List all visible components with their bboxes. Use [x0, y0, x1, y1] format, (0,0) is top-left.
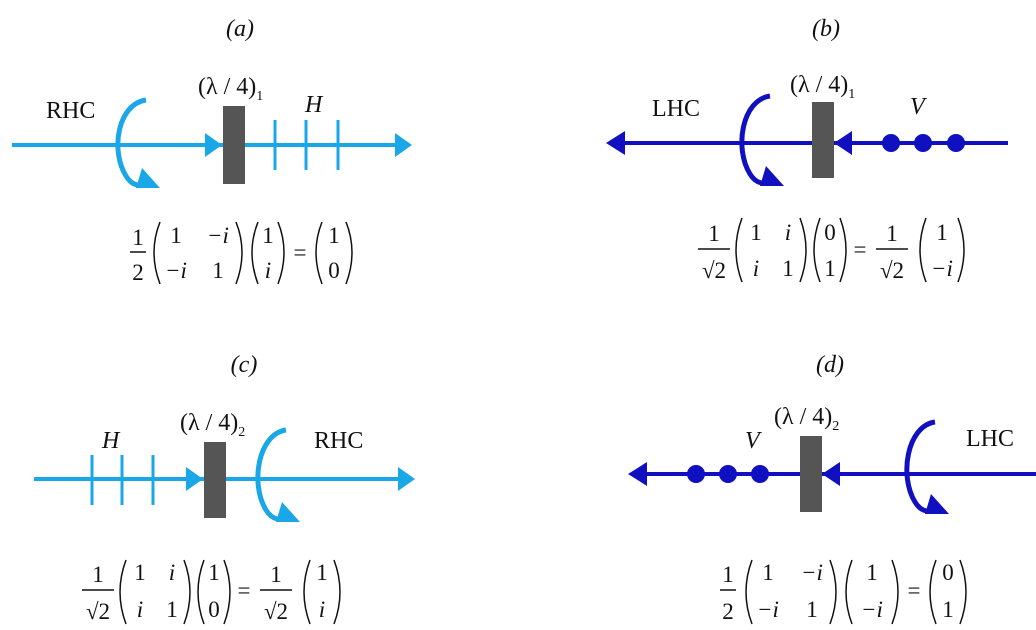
- panel-d-tag: (d): [816, 352, 844, 378]
- eq-r1: 0: [942, 560, 954, 585]
- eq-prefactor-den: √2: [702, 258, 726, 283]
- eq-v2: i: [265, 258, 271, 283]
- panel-a: (a) RHC (λ / 4)1 H 1 2 1 −i −i 1 1: [12, 16, 412, 285]
- eq-v1: 0: [824, 220, 836, 245]
- panel-a-rotation-arrowhead: [136, 168, 160, 188]
- panel-b-rotation-arrowhead: [760, 166, 784, 186]
- eq-r2: i: [319, 597, 325, 622]
- panel-d: (d) V (λ / 4)2 LHC 1 2 1 −i −i 1 1 −i =: [628, 352, 1036, 625]
- eq-r1: 1: [328, 223, 340, 248]
- panel-a-beam-label: RHC: [46, 98, 95, 124]
- eq-v2: 0: [208, 597, 220, 622]
- panel-c-tag: (c): [231, 352, 258, 378]
- panel-b-waveplate: [812, 102, 834, 178]
- eq-sign: =: [238, 578, 251, 603]
- eq-rprefactor-num: 1: [270, 562, 282, 587]
- eq-prefactor-num: 1: [708, 221, 720, 246]
- eq-m12: i: [785, 220, 791, 245]
- panel-d-v-dot: [687, 465, 705, 483]
- eq-m12: −i: [801, 560, 823, 585]
- eq-prefactor-num: 1: [92, 562, 104, 587]
- eq-m11: 1: [170, 223, 182, 248]
- eq-prefactor-den: 2: [132, 260, 144, 285]
- panel-c-plate-label: (λ / 4)2: [180, 410, 245, 440]
- panel-d-arrowhead: [628, 462, 647, 486]
- panel-d-v-dot: [719, 465, 737, 483]
- panel-c-arrowhead: [398, 467, 415, 491]
- panel-d-waveplate: [800, 436, 822, 512]
- panel-a-arrowhead: [395, 133, 412, 157]
- eq-m11: 1: [134, 560, 146, 585]
- eq-m22: 1: [166, 597, 178, 622]
- eq-m12: i: [169, 560, 175, 585]
- panel-d-rotation-arrowhead: [925, 494, 949, 514]
- eq-rprefactor-den: √2: [264, 599, 288, 624]
- eq-r2: 0: [328, 258, 340, 283]
- panel-a-waveplate: [223, 106, 245, 184]
- panel-b: (b) LHC (λ / 4)1 V 1 √2 1 i i 1 0 1 =: [606, 16, 1008, 283]
- panel-d-pol-label: V: [745, 428, 762, 454]
- eq-m22: 1: [212, 258, 224, 283]
- eq-prefactor-num: 1: [132, 225, 144, 250]
- eq-rprefactor-num: 1: [886, 221, 898, 246]
- panel-d-equation: 1 2 1 −i −i 1 1 −i = 0 1: [720, 559, 967, 625]
- eq-m21: −i: [757, 597, 779, 622]
- panel-c-beam-label: RHC: [314, 428, 363, 454]
- eq-sign: =: [908, 578, 921, 603]
- panel-d-plate-label: (λ / 4)2: [774, 404, 839, 434]
- panel-a-tag: (a): [226, 16, 254, 42]
- eq-r2: −i: [931, 256, 953, 281]
- eq-v2: 1: [824, 256, 836, 281]
- eq-sign: =: [294, 240, 307, 265]
- eq-v1: 1: [262, 223, 274, 248]
- eq-prefactor-den: 2: [722, 599, 734, 624]
- panel-b-v-dot: [914, 134, 932, 152]
- panel-b-beam-label: LHC: [652, 96, 700, 122]
- panel-b-v-dot: [947, 134, 965, 152]
- panel-b-equation: 1 √2 1 i i 1 0 1 = 1 √2 1 −i: [698, 217, 965, 283]
- eq-r2: 1: [942, 597, 954, 622]
- eq-m21: i: [753, 256, 759, 281]
- panel-d-v-dot: [751, 465, 769, 483]
- eq-rprefactor-den: √2: [880, 258, 904, 283]
- eq-prefactor-num: 1: [722, 562, 734, 587]
- eq-m22: 1: [782, 256, 794, 281]
- panel-c-rotation-arrowhead: [276, 502, 300, 522]
- eq-m21: −i: [165, 258, 187, 283]
- panel-c-arrowhead-mid: [186, 467, 203, 491]
- panel-b-arrowhead: [606, 131, 625, 155]
- panel-a-pol-label: H: [304, 92, 324, 118]
- eq-v2: −i: [861, 597, 883, 622]
- eq-m22: 1: [806, 597, 818, 622]
- eq-m11: 1: [762, 560, 774, 585]
- panel-c: (c) H (λ / 4)2 RHC 1 √2 1 i i 1 1 0 =: [34, 352, 415, 625]
- eq-prefactor-den: √2: [86, 599, 110, 624]
- panel-a-equation: 1 2 1 −i −i 1 1 i = 1 0: [130, 221, 353, 285]
- panel-a-plate-label: (λ / 4)1: [198, 74, 263, 104]
- eq-m12: −i: [207, 223, 229, 248]
- panel-d-beam-label: LHC: [966, 426, 1014, 452]
- panel-d-arrowhead-mid: [822, 462, 840, 486]
- eq-r1: 1: [936, 220, 948, 245]
- eq-m21: i: [137, 597, 143, 622]
- eq-v1: 1: [208, 560, 220, 585]
- panel-c-pol-label: H: [101, 428, 121, 454]
- eq-sign: =: [854, 237, 867, 262]
- eq-m11: 1: [750, 220, 762, 245]
- eq-r1: 1: [316, 560, 328, 585]
- panel-b-arrowhead-mid: [834, 131, 852, 155]
- panel-b-plate-label: (λ / 4)1: [790, 72, 855, 102]
- panel-a-arrowhead-mid: [205, 133, 222, 157]
- panel-c-waveplate: [204, 442, 226, 518]
- eq-v1: 1: [866, 560, 878, 585]
- panel-b-pol-label: V: [910, 94, 927, 120]
- panel-c-equation: 1 √2 1 i i 1 1 0 = 1 √2 1 i: [82, 559, 341, 625]
- panel-b-tag: (b): [812, 16, 840, 42]
- panel-b-v-dot: [882, 134, 900, 152]
